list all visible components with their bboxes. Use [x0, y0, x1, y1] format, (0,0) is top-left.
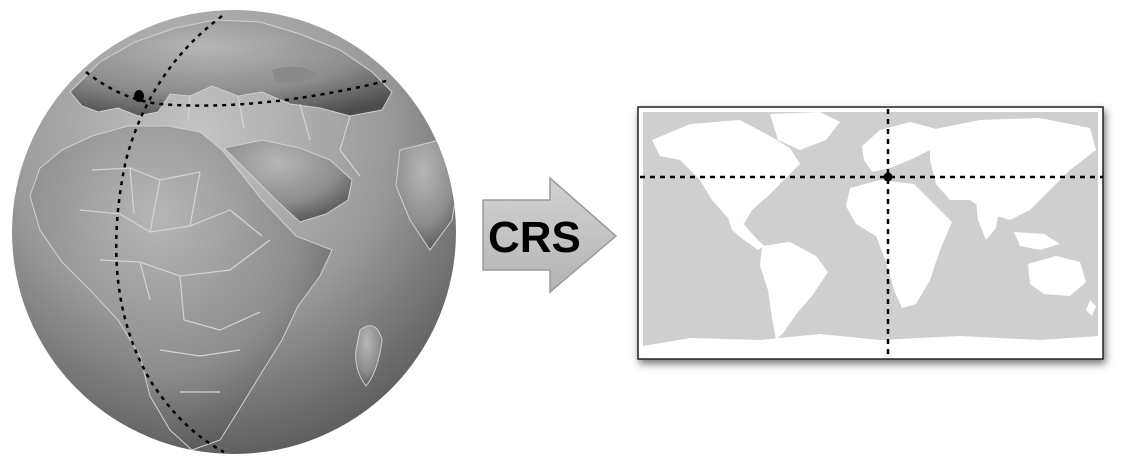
- globe-arabia: [222, 139, 353, 223]
- crs-arrow-shape: [482, 176, 618, 294]
- crs-arrow: CRS: [482, 176, 618, 294]
- globe: [12, 10, 456, 454]
- map-asia: [930, 118, 1096, 220]
- globe-black-sea: [272, 66, 318, 83]
- map-se-asia: [1014, 232, 1060, 250]
- map-africa: [846, 180, 952, 308]
- map-new-zealand: [1086, 300, 1096, 316]
- map-antarctica: [643, 334, 1098, 354]
- map-australia: [1028, 256, 1086, 296]
- globe-europe: [69, 19, 393, 117]
- map-greenland: [770, 112, 840, 150]
- map-north-america: [652, 120, 800, 224]
- map-central-america: [728, 218, 764, 250]
- map-landmasses: [643, 112, 1098, 354]
- map-south-america: [760, 242, 828, 340]
- flat-map: [637, 106, 1104, 360]
- crs-label: CRS: [488, 213, 581, 262]
- map-location-dot: [883, 172, 893, 182]
- globe-location-dot: [134, 90, 144, 102]
- globe-madagascar: [355, 325, 383, 387]
- globe-borders: [79, 95, 361, 393]
- map-europe: [862, 122, 940, 172]
- map-india: [976, 200, 1000, 240]
- globe-landmasses: [29, 19, 456, 451]
